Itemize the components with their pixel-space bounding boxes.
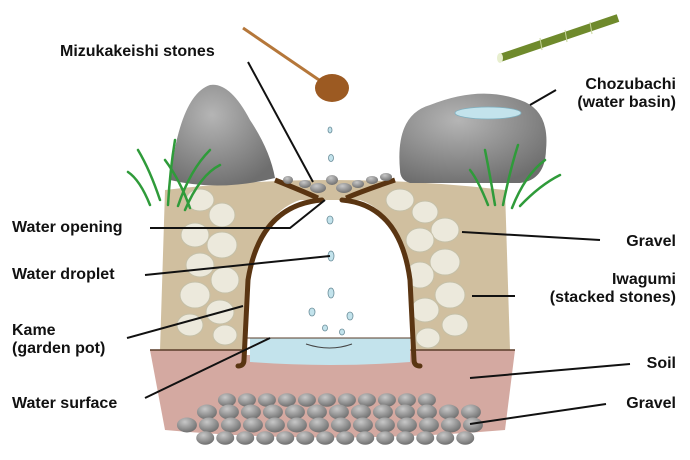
gravel-pebble — [352, 417, 373, 433]
gravel-pebble — [460, 404, 481, 420]
gravel-pebble — [262, 404, 283, 420]
gravel-pebble — [257, 393, 276, 407]
gravel-pebble — [397, 393, 416, 407]
label-iwagumi: Iwagumi (stacked stones) — [550, 271, 676, 307]
label-chozubachi-line2: (water basin) — [577, 94, 676, 111]
gravel-pebble — [256, 431, 275, 445]
gravel-pebble — [286, 417, 307, 433]
gravel-pebble — [456, 431, 475, 445]
gravel-pebble — [277, 393, 296, 407]
gravel-pebble — [336, 431, 355, 445]
gravel-pebble — [237, 393, 256, 407]
label-kame-line2: (garden pot) — [12, 340, 106, 357]
gravel-pebble — [418, 417, 439, 433]
gravel-pebble — [357, 393, 376, 407]
gravel-pebble — [376, 431, 395, 445]
bottom-gravel — [176, 393, 483, 445]
kame-pot-right — [339, 197, 423, 369]
gravel-pebble — [396, 417, 417, 433]
bamboo-spout — [497, 14, 620, 63]
gravel-pebble — [372, 404, 393, 420]
label-kame: Kame (garden pot) — [12, 322, 105, 358]
gravel-pebble — [337, 393, 356, 407]
label-water-opening: Water opening — [12, 219, 123, 236]
gravel-pebble — [306, 404, 327, 420]
gravel-pebble — [374, 417, 395, 433]
gravel-pebble — [356, 431, 375, 445]
gravel-pebble — [350, 404, 371, 420]
grass-right — [468, 143, 562, 210]
gravel-pebble — [240, 404, 261, 420]
gravel-pebble — [377, 393, 396, 407]
label-water-droplet: Water droplet — [12, 266, 115, 283]
ladle-handle — [242, 26, 323, 84]
gravel-pebble — [218, 404, 239, 420]
basin-water — [454, 106, 522, 120]
label-gravel-bottom: Gravel — [626, 395, 676, 412]
water-pool — [250, 338, 410, 365]
ladle-cup — [315, 74, 349, 102]
water-droplets — [308, 126, 354, 336]
leader-lines — [126, 61, 631, 425]
left-rock — [170, 84, 275, 186]
gravel-pebble — [394, 404, 415, 420]
gravel-pebble — [416, 431, 435, 445]
label-mizukakeishi: Mizukakeishi stones — [60, 43, 215, 60]
gravel-pebble — [317, 393, 336, 407]
gravel-pebble — [308, 417, 329, 433]
label-gravel-top: Gravel — [626, 233, 676, 250]
label-iwagumi-line2: (stacked stones) — [549, 289, 676, 306]
label-kame-line1: Kame — [12, 322, 56, 339]
label-chozubachi-line1: Chozubachi — [585, 76, 676, 93]
gravel-pebble — [417, 393, 436, 407]
grass-left — [126, 138, 222, 212]
gravel-pebble — [196, 431, 215, 445]
gravel-pebble — [438, 404, 459, 420]
label-soil: Soil — [646, 355, 676, 372]
gravel-pebble — [416, 404, 437, 420]
gravel-pebble — [196, 404, 217, 420]
gravel-pebble — [297, 393, 316, 407]
gravel-pebble — [176, 417, 197, 433]
gravel-pebble — [462, 417, 483, 433]
gravel-pebble — [330, 417, 351, 433]
label-chozubachi: Chozubachi (water basin) — [577, 76, 676, 112]
gravel-pebble — [284, 404, 305, 420]
gravel-pebble — [436, 431, 455, 445]
gravel-pebble — [220, 417, 241, 433]
gravel-pebble — [316, 431, 335, 445]
label-iwagumi-line1: Iwagumi — [611, 271, 676, 288]
gravel-pebble — [328, 404, 349, 420]
gravel-pebble — [440, 417, 461, 433]
kame-pot-left — [235, 197, 325, 369]
gravel-pebble — [216, 431, 235, 445]
gravel-pebble — [296, 431, 315, 445]
gravel-pebble — [242, 417, 263, 433]
mizukakeishi-stones — [283, 173, 392, 193]
label-water-surface: Water surface — [12, 395, 118, 412]
gravel-pebble — [264, 417, 285, 433]
gravel-pebble — [276, 431, 295, 445]
gravel-pebble — [396, 431, 415, 445]
gravel-pebble — [217, 393, 236, 407]
gravel-pebble — [198, 417, 219, 433]
gravel-pebble — [236, 431, 255, 445]
